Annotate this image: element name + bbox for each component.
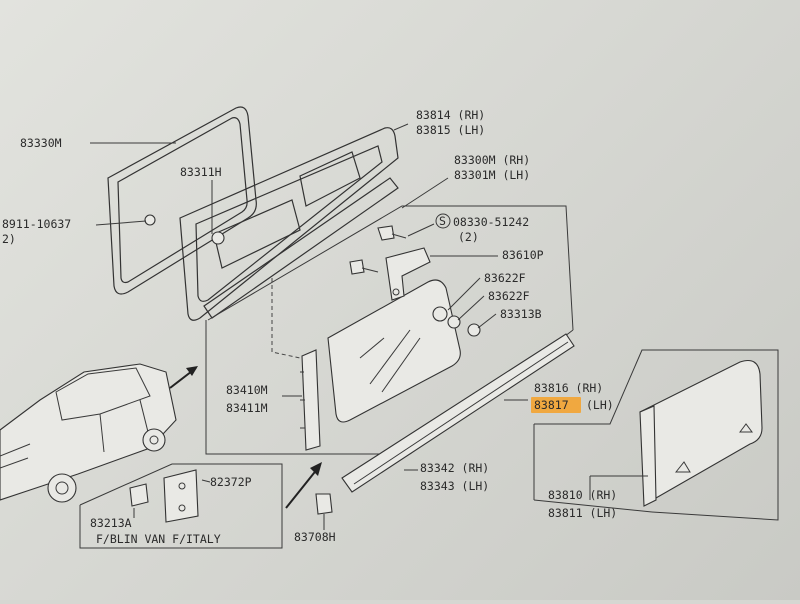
bolt-08330 [377,225,407,241]
weatherstrip-83330m [107,106,257,295]
arrow-to-window [169,366,198,389]
label-83816: 83816 (RH) [534,381,603,395]
label-83313b: 83313B [500,307,542,321]
label-83300m: 83300M (RH) [454,153,530,167]
label-83817-side: (LH) [586,398,614,412]
label-83301m: 83301M (LH) [454,168,530,182]
label-83815: 83815 (LH) [416,123,485,137]
arrow-to-clip [285,462,322,509]
label-08330: 08330-51242 [453,215,529,229]
label-83411m: 83411M [226,401,268,415]
clip-83708h [315,493,333,515]
clip-83311h [211,231,225,245]
label-83311h: 83311H [180,165,222,179]
label-83810: 83810 (RH) [548,488,617,502]
label-83342: 83342 (RH) [420,461,489,475]
label-83330m: 83330M [20,136,62,150]
pillar-trim-83410m [300,349,321,451]
label-08911: 8911-10637 [2,217,71,231]
vehicle-sketch [0,363,177,503]
label-83814: 83814 (RH) [416,108,485,122]
side-glass [327,279,461,423]
guide-dashed-line [271,278,301,359]
washers-83622f [432,306,481,337]
bolt-2 [349,259,379,275]
label-83213a: 83213A [90,516,132,530]
label-83610p: 83610P [502,248,544,262]
highlight-83817 [531,397,581,413]
side-panel-box [533,349,779,521]
label-83343: 83343 (LH) [420,479,489,493]
label-08330-qty: (2) [458,230,479,244]
inset-box [79,463,283,549]
s-symbol-text: S [439,214,446,228]
hinge-83610p [385,247,431,301]
label-82372p: 82372P [210,475,252,489]
label-83708h: 83708H [294,530,336,544]
moulding-83342 [341,333,575,493]
special-part-symbol: S [435,213,451,229]
label-83811: 83811 (LH) [548,506,617,520]
label-83817: 83817 [534,398,569,412]
label-08911-qty: 2) [2,232,16,246]
label-83622f-a: 83622F [484,271,526,285]
label-83410m: 83410M [226,383,268,397]
label-vehicle-note: F/BLIN VAN F/ITALY [96,532,221,546]
leader-lines [90,123,648,530]
label-83622f-b: 83622F [488,289,530,303]
window-frame-83814 [179,127,399,321]
clip-08911 [144,214,156,226]
